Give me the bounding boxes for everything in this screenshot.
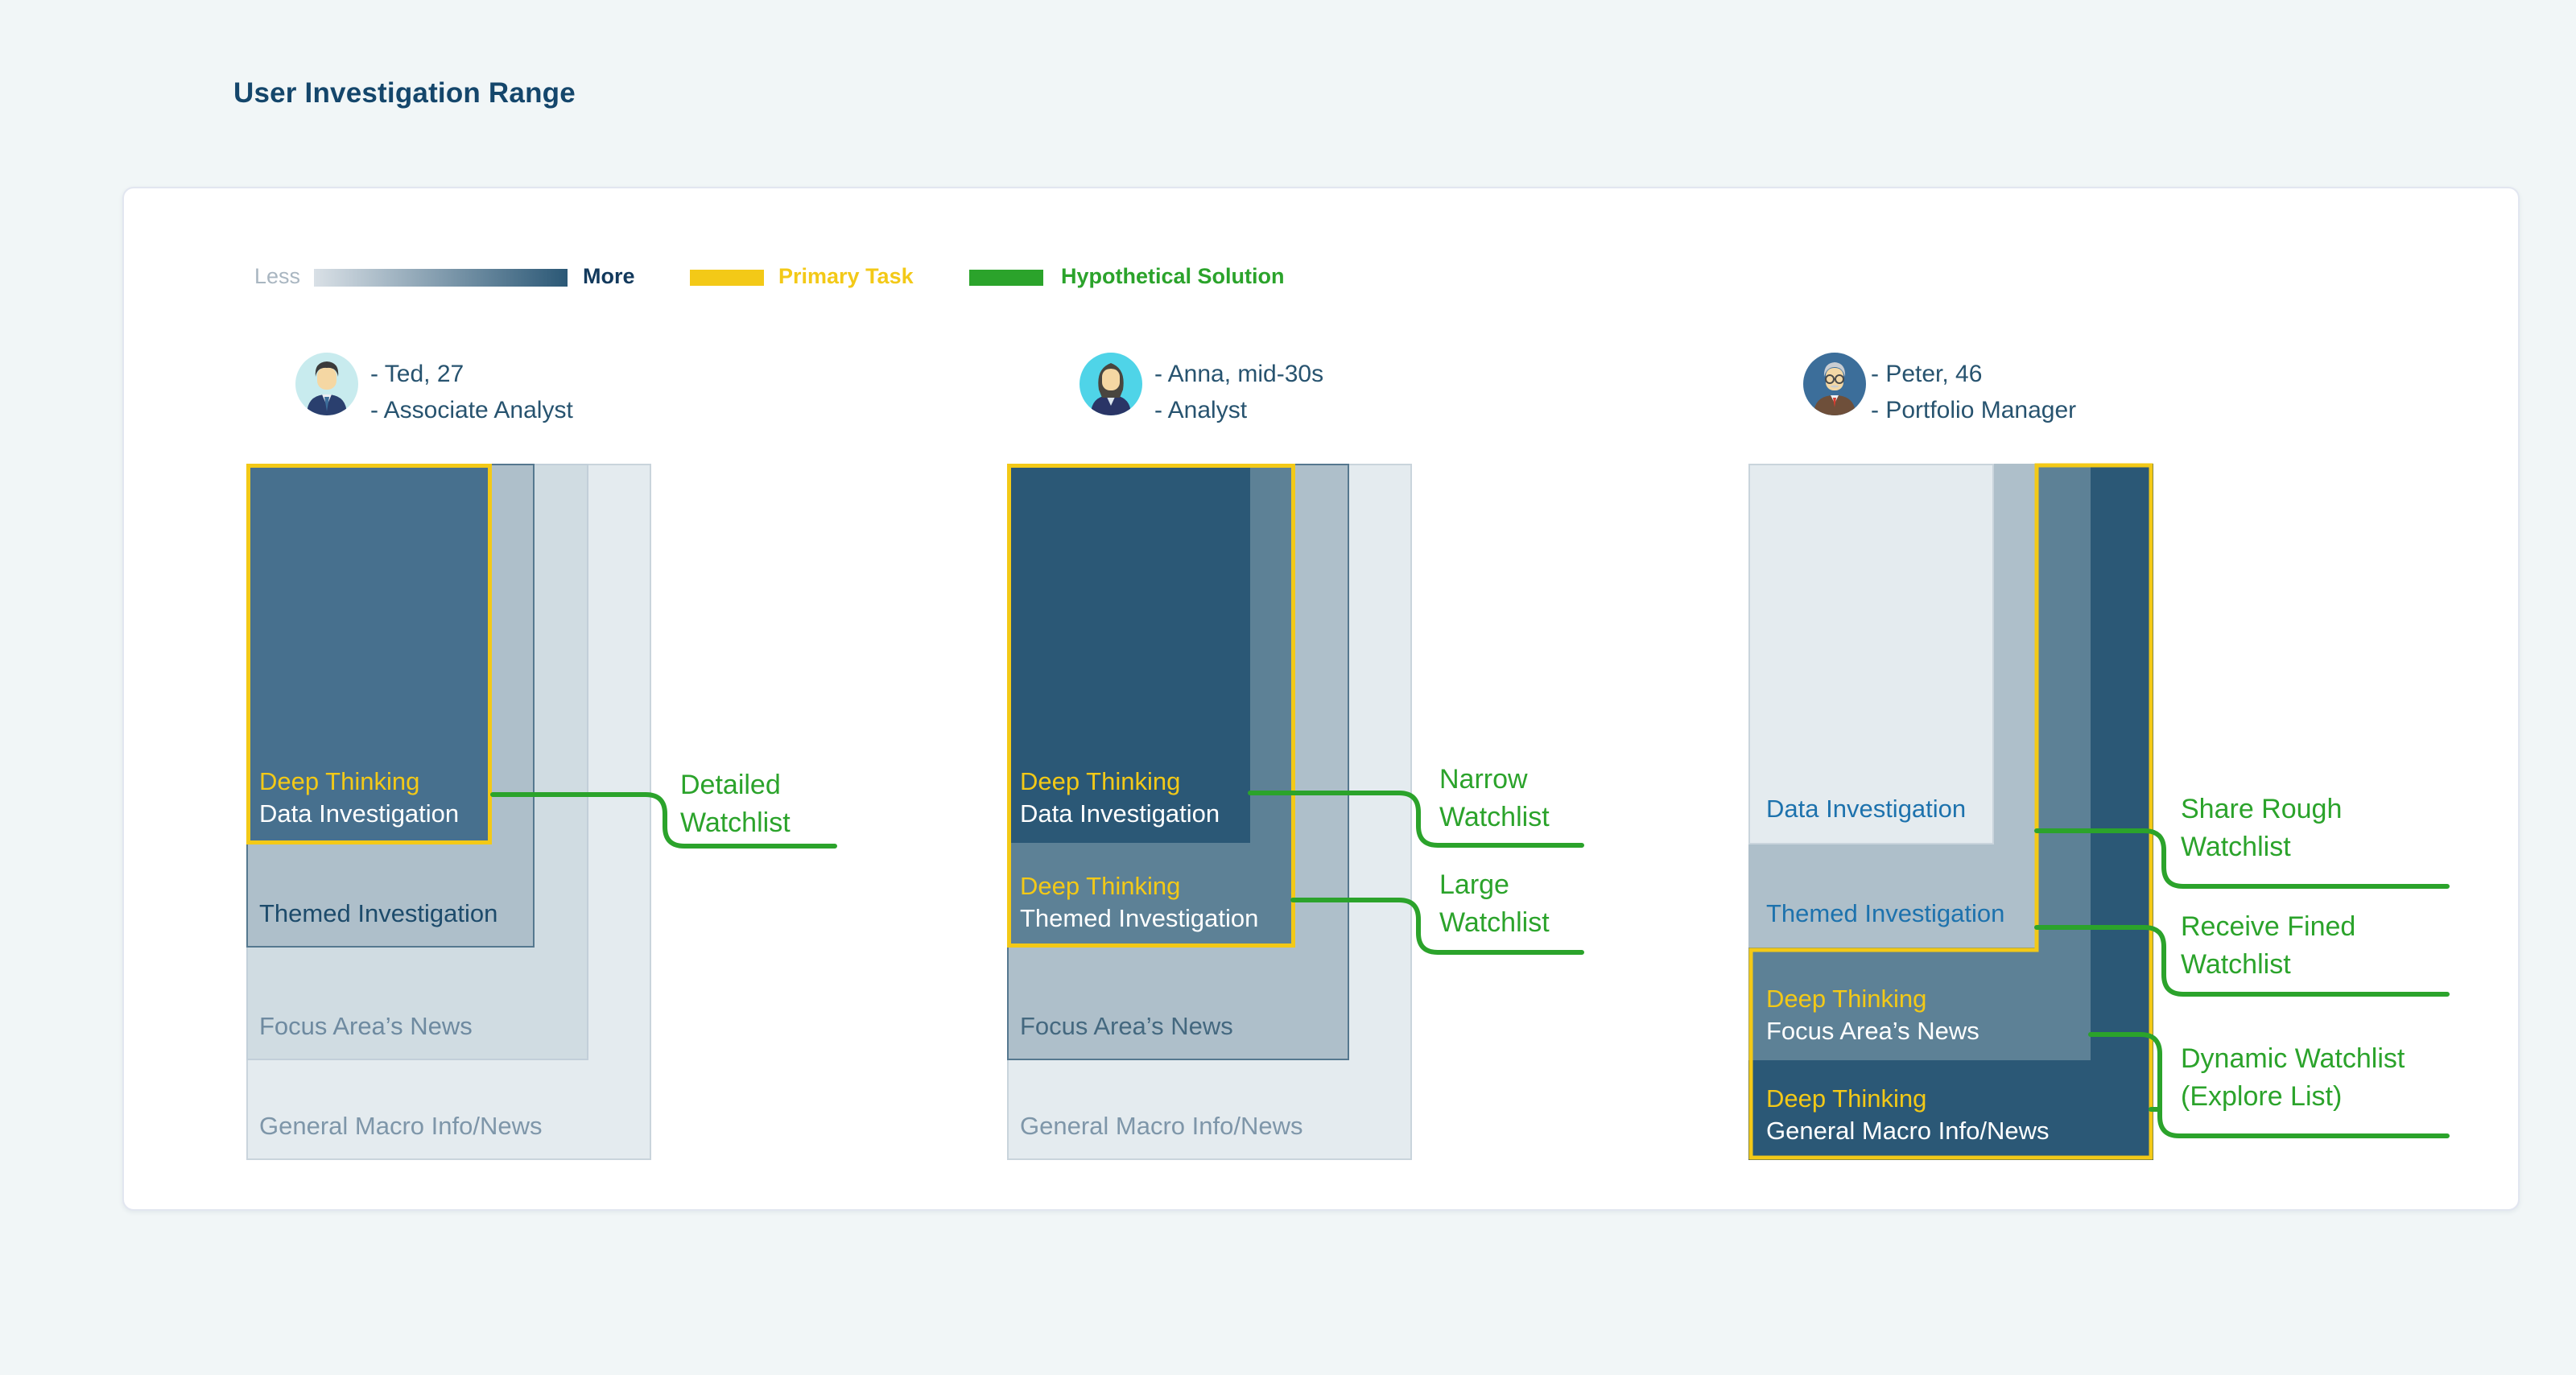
anna-themed-investigation-label: Themed Investigation xyxy=(1020,904,1259,932)
anna-name: - Anna, mid-30s xyxy=(1154,361,1324,387)
anna-role: - Analyst xyxy=(1154,397,1248,423)
peter-role: - Portfolio Manager xyxy=(1871,397,2077,423)
peter-persona-label: - Peter, 46 - Portfolio Manager xyxy=(1871,356,2076,428)
peter-deep-thinking-label-general: Deep Thinking xyxy=(1766,1084,1927,1113)
peter-name: - Peter, 46 xyxy=(1871,361,1983,387)
anna-layer-data-investigation xyxy=(1011,468,1250,843)
peter-annotation-dynamic-watchlist: Dynamic Watchlist (Explore List) xyxy=(2181,1043,2405,1112)
peter-themed-label: Themed Investigation xyxy=(1766,899,2005,927)
legend-hypothetical-solution-swatch xyxy=(969,270,1043,286)
legend-gradient-bar xyxy=(314,269,568,287)
anna-avatar-icon xyxy=(1080,353,1142,415)
anna-annotation-narrow-watchlist: Narrow Watchlist xyxy=(1439,764,1550,832)
anna-focus-label: Focus Area’s News xyxy=(1020,1012,1233,1040)
ted-deep-thinking-label: Deep Thinking xyxy=(259,767,420,795)
peter-annotation-receive-fined-watchlist: Receive Fined Watchlist xyxy=(2181,911,2356,980)
legend-more-label: More xyxy=(583,264,635,288)
legend-hypothetical-solution-label: Hypothetical Solution xyxy=(1061,264,1285,288)
ted-persona-label: - Ted, 27 - Associate Analyst xyxy=(370,356,573,428)
peter-data-label: Data Investigation xyxy=(1766,795,1967,823)
legend-primary-task-label: Primary Task xyxy=(778,264,914,288)
peter-focus-label: Focus Area’s News xyxy=(1766,1017,1979,1045)
ted-layer-data-investigation-primary-task xyxy=(246,464,492,844)
anna-themed-label-block: Deep Thinking Themed Investigation xyxy=(1020,870,1258,935)
page-title: User Investigation Range xyxy=(233,77,576,109)
ted-role: - Associate Analyst xyxy=(370,397,573,423)
ted-data-label-block: Deep Thinking Data Investigation xyxy=(259,766,459,830)
anna-data-investigation-label: Data Investigation xyxy=(1020,799,1220,828)
peter-focus-label-block: Deep Thinking Focus Area’s News xyxy=(1766,983,1979,1047)
ted-focus-label: Focus Area’s News xyxy=(259,1012,473,1040)
ted-name: - Ted, 27 xyxy=(370,361,464,387)
anna-annotation-large-watchlist: Large Watchlist xyxy=(1439,869,1550,938)
peter-avatar-icon xyxy=(1803,353,1866,415)
anna-deep-thinking-label-data: Deep Thinking xyxy=(1020,767,1181,795)
ted-themed-label: Themed Investigation xyxy=(259,899,498,927)
ted-general-label: General Macro Info/News xyxy=(259,1112,543,1140)
ted-annotation-detailed-watchlist: Detailed Watchlist xyxy=(680,770,791,838)
legend-primary-task-swatch xyxy=(690,270,764,286)
peter-layer-data-investigation xyxy=(1748,464,1994,844)
ted-avatar-icon xyxy=(295,353,358,415)
anna-persona-label: - Anna, mid-30s - Analyst xyxy=(1154,356,1323,428)
peter-deep-thinking-label-focus: Deep Thinking xyxy=(1766,985,1927,1013)
anna-general-label: General Macro Info/News xyxy=(1020,1112,1303,1140)
peter-general-label: General Macro Info/News xyxy=(1766,1117,2050,1145)
ted-data-investigation-label: Data Investigation xyxy=(259,799,460,828)
anna-deep-thinking-label-themed: Deep Thinking xyxy=(1020,872,1181,900)
anna-data-label-block: Deep Thinking Data Investigation xyxy=(1020,766,1220,830)
peter-annotation-share-rough-watchlist: Share Rough Watchlist xyxy=(2181,794,2343,862)
legend-less-label: Less xyxy=(254,264,301,288)
peter-general-label-block: Deep Thinking General Macro Info/News xyxy=(1766,1083,2049,1147)
